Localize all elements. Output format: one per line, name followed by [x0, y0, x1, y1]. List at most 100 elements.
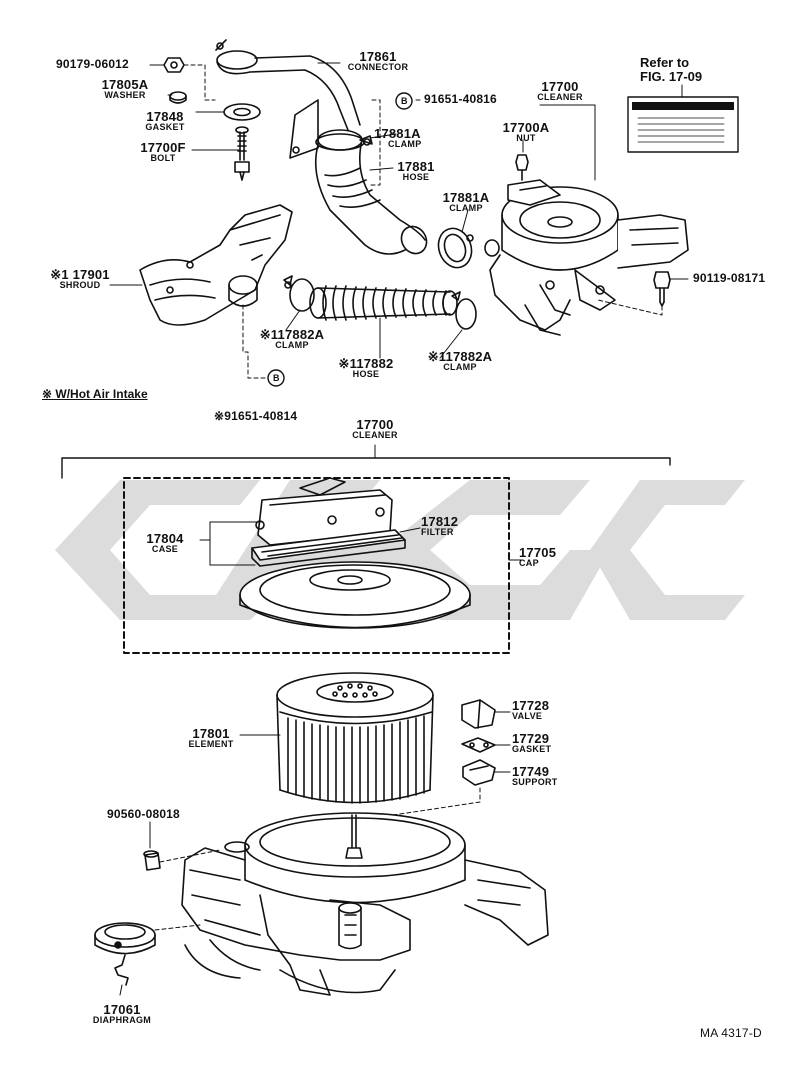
label-17881A-mid: 17881A CLAMP — [432, 191, 500, 213]
part-number-90560: 90560-08018 — [107, 807, 180, 821]
leader-17061-housing — [154, 924, 201, 931]
fitting-drawing — [484, 239, 500, 257]
nut-90179-drawing — [163, 57, 185, 73]
part-name-17882A-right: CLAMP — [443, 362, 477, 372]
leader-bolt-marker-top — [369, 99, 381, 186]
label-17882A-left: ※117882A CLAMP — [250, 328, 334, 350]
part-name-17861: CONNECTOR — [347, 62, 409, 72]
part-number-17804: 17804 — [146, 531, 184, 546]
part-number-17861: 17861 — [359, 49, 397, 64]
part-number-90119: 90119-08171 — [693, 271, 766, 285]
label-17801: 17801 ELEMENT — [180, 727, 242, 749]
part-number-17061: 17061 — [103, 1002, 141, 1017]
cap-17705-drawing — [239, 561, 471, 629]
label-17700F: 17700F BOLT — [132, 141, 194, 163]
part-number-17882A-left: ※117882A — [259, 327, 325, 342]
part-name-17700F: BOLT — [150, 153, 176, 163]
label-17805A: 17805A WASHER — [80, 78, 170, 100]
hose-17882-drawing — [309, 285, 458, 321]
leader-17804 — [199, 521, 263, 566]
part-number-90179: 90179-06012 — [56, 57, 129, 71]
part-number-17801: 17801 — [192, 726, 230, 741]
label-17812: 17812 FILTER — [421, 515, 458, 537]
part-number-17705: 17705 — [519, 545, 557, 560]
part-name-17882A-left: CLAMP — [275, 340, 309, 350]
label-17861: 17861 CONNECTOR — [338, 50, 418, 72]
reference-code: MA 4317-D — [700, 1026, 762, 1040]
part-name-17700-mid: CLEANER — [352, 430, 398, 440]
part-name-17812: FILTER — [421, 527, 454, 537]
washer-17805A-drawing — [169, 91, 187, 104]
part-number-17749: 17749 — [512, 764, 550, 779]
part-number-17700-mid: 17700 — [356, 417, 394, 432]
label-17061: 17061 DIAPHRAGM — [90, 1003, 154, 1025]
part-number-17881A-top: 17881A — [374, 126, 421, 141]
clamp-17882A-left-drawing — [283, 275, 315, 312]
diaphragm-17061-drawing — [94, 922, 156, 986]
refer-note-line2: FIG. 17-09 — [640, 69, 703, 84]
label-17749: 17749 SUPPORT — [512, 765, 558, 787]
part-name-17881A-top: CLAMP — [388, 139, 422, 149]
bolt-marker-circle-top — [395, 92, 413, 110]
part-number-17729: 17729 — [512, 731, 550, 746]
section-title-hot-air-intake: ※ W/Hot Air Intake — [42, 387, 148, 401]
leader-17812 — [399, 527, 421, 533]
clamp-17881A-top-drawing — [315, 133, 373, 151]
label-17881: 17881 HOSE — [393, 160, 439, 182]
part-name-17749: SUPPORT — [512, 777, 558, 787]
bolt-17700F-drawing — [234, 126, 250, 181]
part-number-91651-40814: ※91651-40814 — [214, 409, 298, 423]
label-17901: ※1 17901 SHROUD — [40, 268, 120, 290]
part-number-17812: 17812 — [421, 514, 459, 529]
refer-note-line1: Refer to — [640, 55, 690, 70]
label-17804: 17804 CASE — [140, 532, 190, 554]
label-17705: 17705 CAP — [519, 546, 556, 568]
part-number-17700F: 17700F — [140, 140, 186, 155]
part-number-17881A-mid: 17881A — [442, 190, 490, 205]
label-17728: 17728 VALVE — [512, 699, 549, 721]
gasket-17848-drawing — [223, 103, 261, 121]
part-name-17801: ELEMENT — [188, 739, 234, 749]
label-17700-top: 17700 CLEANER — [530, 80, 590, 102]
part-number-17881: 17881 — [397, 159, 435, 174]
label-17700-mid: 17700 CLEANER — [335, 418, 415, 440]
part-number-91651-40816: 91651-40816 — [424, 92, 497, 106]
label-17882: ※117882 HOSE — [328, 357, 404, 379]
label-17882A-right: ※117882A CLAMP — [418, 350, 502, 372]
part-name-17061: DIAPHRAGM — [92, 1015, 152, 1025]
part-number-17805A: 17805A — [101, 77, 149, 92]
part-name-17881: HOSE — [402, 172, 430, 182]
bolt-90119-drawing — [653, 271, 671, 307]
part-name-17881A-mid: CLAMP — [449, 203, 483, 213]
part-name-17728: VALVE — [512, 711, 543, 721]
valve-17728-drawing — [461, 699, 496, 729]
part-name-17700A: NUT — [516, 133, 536, 143]
label-17729: 17729 GASKET — [512, 732, 551, 754]
part-name-17805A: WASHER — [104, 90, 146, 100]
part-name-17848: GASKET — [145, 122, 185, 132]
part-number-17700A: 17700A — [502, 120, 550, 135]
bolt-marker-top-letter: B — [401, 96, 408, 106]
bolt-marker-circle-bottom — [267, 369, 285, 387]
refer-note: Refer to FIG. 17-09 — [640, 56, 702, 83]
label-17881A-top: 17881A CLAMP — [374, 127, 422, 149]
shroud-17901-drawing — [139, 204, 293, 326]
label-17848: 17848 GASKET — [135, 110, 195, 132]
part-number-17848: 17848 — [146, 109, 184, 124]
bolt-marker-bottom-letter: B — [273, 373, 280, 383]
support-17749-drawing — [462, 759, 496, 786]
refer-box-drawing — [627, 84, 739, 153]
leader-support-down — [359, 787, 481, 821]
cleaner-assembly-top-drawing — [489, 179, 689, 336]
part-name-17729: GASKET — [512, 744, 552, 754]
gasket-17729-drawing — [461, 737, 496, 753]
part-number-17728: 17728 — [512, 698, 550, 713]
connector-17861-drawing — [215, 39, 361, 159]
filter-17812-drawing — [251, 529, 406, 567]
leader-90560-housing — [159, 849, 221, 863]
leader-17061 — [119, 984, 123, 996]
element-17801-drawing — [276, 672, 434, 804]
part-name-17901: SHROUD — [59, 280, 101, 290]
